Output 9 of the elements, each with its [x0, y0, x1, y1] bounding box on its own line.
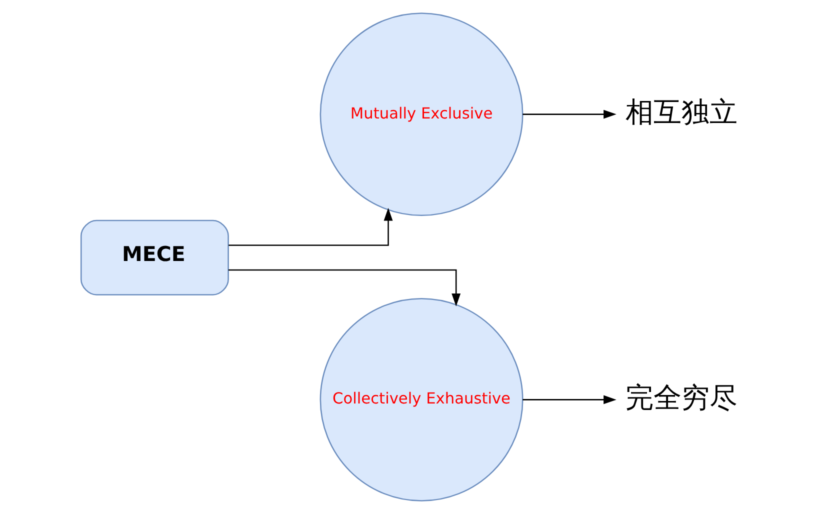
- arrow: [228, 208, 393, 246]
- arrow: [522, 110, 616, 119]
- node-circle: Mutually Exclusive: [320, 12, 524, 216]
- node-circle: Collectively Exhaustive: [320, 298, 524, 502]
- arrow: [522, 395, 616, 404]
- node-box: MECE: [80, 220, 229, 296]
- node-text: 相互独立: [625, 95, 738, 128]
- arrow: [228, 269, 461, 306]
- node-text: 完全穷尽: [625, 380, 738, 414]
